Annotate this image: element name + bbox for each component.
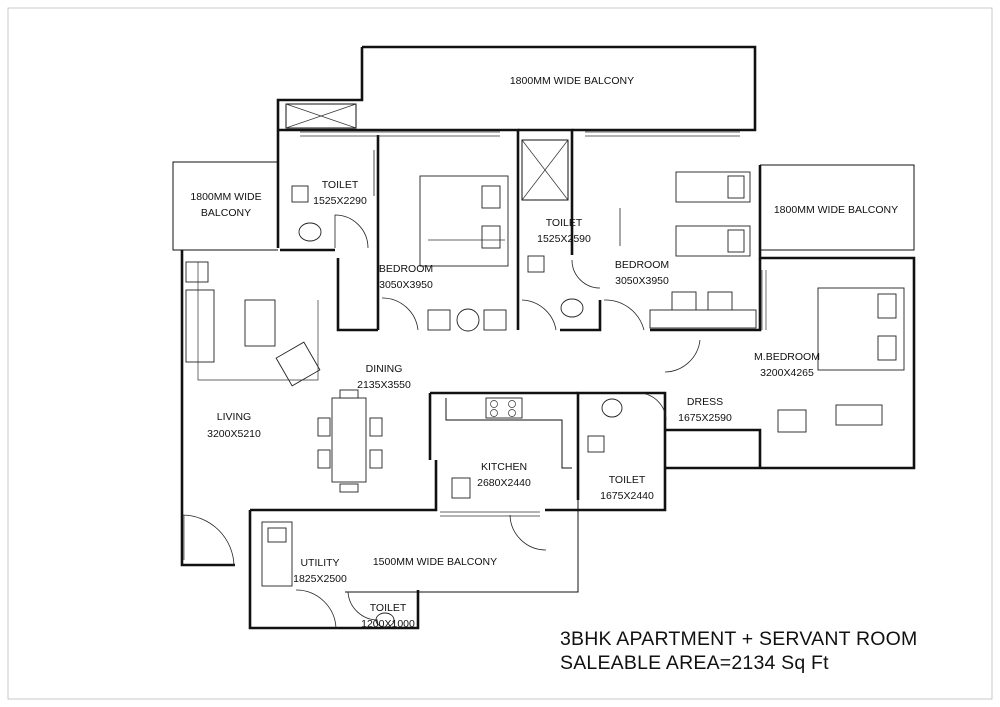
label-balcony-right: 1800MM WIDE BALCONY	[774, 204, 898, 216]
label-toilet-1-size: 1525X2290	[313, 195, 367, 207]
label-living-size: 3200X5210	[207, 428, 261, 440]
label-kitchen-size: 2680X2440	[477, 477, 531, 489]
label-master-bedroom-name: M.BEDROOM	[754, 351, 820, 363]
windows	[183, 131, 767, 560]
label-utility-size: 1825X2500	[293, 573, 347, 585]
label-living-name: LIVING	[217, 411, 251, 423]
label-bedroom-2-name: BEDROOM	[615, 259, 669, 271]
furniture	[185, 171, 905, 628]
label-bedroom-2-size: 3050X3950	[615, 275, 669, 287]
label-kitchen-name: KITCHEN	[481, 461, 527, 473]
caption-saleable-area: SALEABLE AREA=2134 Sq Ft	[560, 652, 829, 674]
outer-walls	[172, 45, 916, 630]
label-toilet-2-name: TOILET	[546, 217, 583, 229]
label-balcony-left-size: BALCONY	[201, 207, 251, 219]
label-dress-name: DRESS	[687, 396, 723, 408]
sheet-border	[7, 7, 993, 700]
label-utility-name: UTILITY	[300, 557, 339, 569]
doors	[181, 150, 701, 629]
label-toilet-4-size: 1200X1000	[361, 618, 415, 630]
label-bedroom-1-name: BEDROOM	[379, 263, 433, 275]
caption-apartment-type: 3BHK APARTMENT + SERVANT ROOM	[560, 628, 918, 650]
shafts	[285, 103, 569, 201]
label-toilet-1-name: TOILET	[322, 179, 359, 191]
label-dining-name: DINING	[366, 363, 403, 375]
label-balcony-top: 1800MM WIDE BALCONY	[510, 75, 634, 87]
label-dining-size: 2135X3550	[357, 379, 411, 391]
label-balcony-left-name: 1800MM WIDE	[190, 191, 261, 203]
inner-walls	[250, 128, 762, 512]
label-balcony-bottom: 1500MM WIDE BALCONY	[373, 556, 497, 568]
label-bedroom-1-size: 3050X3950	[379, 279, 433, 291]
label-dress-size: 1675X2590	[678, 412, 732, 424]
label-master-bedroom-size: 3200X4265	[760, 367, 814, 379]
label-toilet-3-name: TOILET	[609, 474, 646, 486]
label-toilet-4-name: TOILET	[370, 602, 407, 614]
label-toilet-2-size: 1525X2590	[537, 233, 591, 245]
label-toilet-3-size: 1675X2440	[600, 490, 654, 502]
room-labels: 1800MM WIDE BALCONY 1800MM WIDE BALCONY …	[190, 75, 898, 630]
